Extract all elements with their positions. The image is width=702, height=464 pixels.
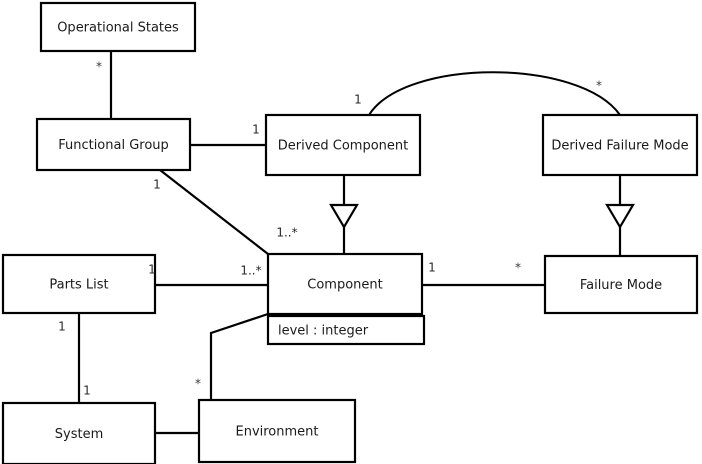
- class-box-environment[interactable]: Environment: [197, 398, 357, 464]
- class-box-outline: [541, 113, 699, 177]
- class-box-outline: [266, 252, 424, 316]
- association-derivedcomponent-component-generalization[interactable]: [329, 175, 359, 254]
- association-functionalgroup-component[interactable]: [159, 169, 269, 255]
- association-derivedcomponent-derivedfailuremode[interactable]: [368, 71, 621, 116]
- class-name-label: Functional Group: [58, 138, 169, 153]
- multiplicity-label: 1: [58, 320, 66, 334]
- class-box-functional-group[interactable]: Functional Group: [35, 117, 192, 172]
- class-name-label: Component: [307, 278, 382, 293]
- class-name-label: System: [55, 427, 103, 442]
- multiplicity-label: *: [96, 60, 102, 74]
- class-name-label: Operational States: [57, 21, 179, 36]
- association-arc-line: [368, 71, 621, 116]
- association-environment-component[interactable]: [209, 312, 269, 400]
- multiplicity-label: 1..*: [240, 264, 261, 278]
- multiplicity-label: 1: [252, 123, 260, 137]
- attribute-compartment-outline: [266, 314, 426, 346]
- attribute-label: level : integer: [278, 324, 369, 339]
- class-name-label: Parts List: [49, 278, 108, 293]
- multiplicity-label: *: [195, 377, 201, 391]
- class-box-system[interactable]: System: [1, 401, 157, 464]
- association-derivedfailuremode-failuremode-generalization[interactable]: [605, 175, 635, 256]
- associations-layer: [77, 51, 635, 435]
- class-box-outline: [1, 253, 157, 315]
- class-box-failure-mode[interactable]: Failure Mode: [543, 254, 699, 315]
- class-box-component[interactable]: Component level : integer: [266, 252, 426, 346]
- class-box-outline: [543, 254, 699, 315]
- class-box-outline: [264, 113, 422, 177]
- class-box-derived-component[interactable]: Derived Component: [264, 113, 422, 177]
- multiplicity-label: 1: [428, 261, 436, 275]
- association-line: [209, 312, 269, 400]
- class-box-derived-failure-mode[interactable]: Derived Failure Mode: [541, 113, 699, 177]
- class-name-label: Failure Mode: [580, 278, 662, 293]
- class-box-outline: [39, 1, 197, 53]
- generalization-triangle-icon: [605, 203, 635, 230]
- multiplicity-label: 1: [354, 93, 362, 107]
- multiplicity-label: 1: [148, 263, 156, 277]
- multiplicity-label: 1..*: [276, 226, 297, 240]
- multiplicity-labels-layer: * 1 1 1..* 1 * 1 1..* 1 * 1 1 *: [58, 60, 602, 398]
- association-line: [159, 169, 269, 255]
- class-box-parts-list[interactable]: Parts List: [1, 253, 157, 315]
- multiplicity-label: 1: [153, 178, 161, 192]
- class-name-label: Environment: [235, 425, 318, 440]
- class-box-outline: [35, 117, 192, 172]
- multiplicity-label: *: [596, 79, 602, 93]
- generalization-triangle-icon: [329, 203, 359, 230]
- class-box-outline: [197, 398, 357, 464]
- multiplicity-label: *: [515, 261, 521, 275]
- class-box-outline: [1, 401, 157, 464]
- class-name-label: Derived Component: [278, 139, 409, 154]
- class-box-operational-states[interactable]: Operational States: [39, 1, 197, 53]
- multiplicity-label: 1: [83, 384, 91, 398]
- class-name-label: Derived Failure Mode: [551, 139, 688, 154]
